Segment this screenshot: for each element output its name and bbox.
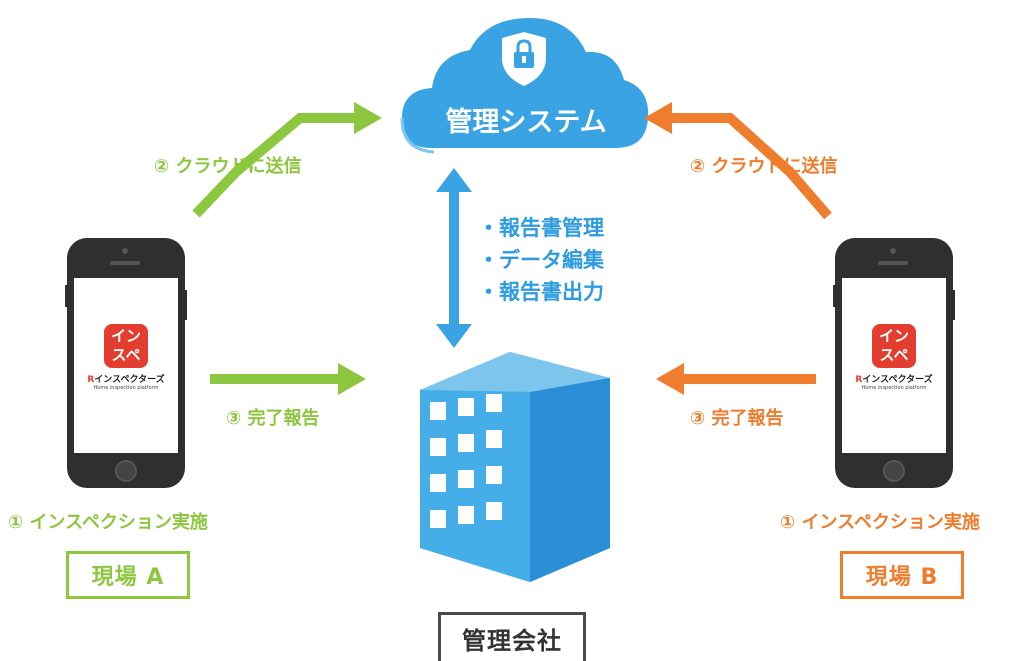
management-company-box: 管理会社 (438, 612, 586, 661)
app-icon-text: イン スペ (110, 327, 141, 364)
right-report-label: ③ 完了報告 (690, 408, 784, 429)
site-b-box: 現場 B (840, 551, 964, 599)
app-logo-icon (104, 324, 148, 368)
right-send-label: ② クラウドに送信 (690, 156, 838, 177)
app-brand-name: Rインスペクターズ (87, 375, 165, 385)
left-inspect-label: ① インスペクション実施 (8, 512, 208, 533)
left-report-label: ③ 完了報告 (226, 408, 320, 429)
right-send-arrow (644, 102, 832, 220)
right-inspect-label: ① インスペクション実施 (780, 512, 980, 533)
app-brand-name: Rインスペクターズ (855, 375, 933, 385)
left-smartphone (65, 238, 187, 488)
office-building-icon (420, 352, 610, 582)
double-arrow-icon (436, 168, 472, 348)
right-report-arrow (656, 363, 816, 395)
left-send-label: ② クラウドに送信 (154, 156, 302, 177)
cloud-title: 管理システム (445, 107, 607, 138)
center-item-report-management: ・報告書管理 (478, 216, 604, 240)
lock-icon (502, 32, 546, 86)
site-a-box: 現場 A (66, 551, 190, 599)
left-report-arrow (210, 363, 366, 395)
app-logo-icon (872, 324, 916, 368)
app-tagline: Home inspection platform (861, 385, 927, 391)
app-icon-text: イン スペ (878, 327, 909, 364)
left-send-arrow (192, 102, 382, 218)
right-smartphone (833, 238, 955, 488)
center-item-data-editing: ・データ編集 (478, 248, 604, 272)
app-tagline: Home inspection platform (93, 385, 159, 391)
center-item-report-output: ・報告書出力 (478, 280, 604, 304)
